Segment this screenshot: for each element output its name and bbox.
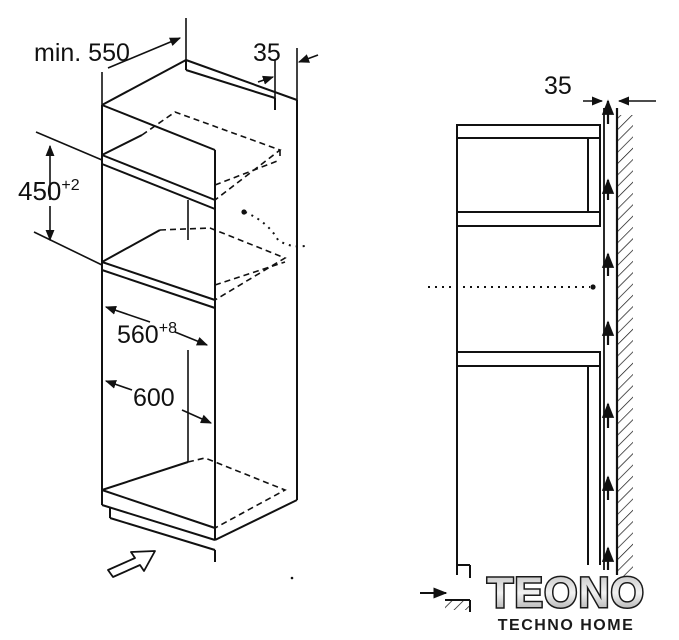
dimension-min-depth (101, 18, 187, 105)
middle-shelf-front (101, 261, 216, 301)
dimension-vent-gap-left (257, 48, 319, 100)
label-vent-gap-left: 35 (253, 39, 281, 67)
airflow-path-left (244, 211, 306, 248)
upper-shelf-front (101, 154, 216, 201)
label-cabinet-width: 600 (133, 384, 175, 412)
plinth-front (109, 517, 216, 551)
bottom-shelf-front (101, 489, 216, 529)
section-upper-shelf (456, 211, 601, 227)
cabinet-bottom-side (214, 499, 298, 541)
cabinet-bottom-front (101, 504, 216, 541)
air-inlet-arrow (107, 550, 156, 578)
cabinet-top-front-right (101, 104, 216, 151)
brand-logo: TEONO TECHNO HOME (486, 568, 646, 635)
cabinet-side-section (445, 108, 605, 612)
section-lower-shelf (456, 351, 601, 367)
cabinet-hidden-edges (141, 111, 287, 529)
logo-sub-text: TECHNO HOME (498, 617, 635, 634)
section-top-board (456, 124, 601, 139)
label-vent-gap-right: 35 (544, 72, 572, 100)
label-niche-height: 450+2 (18, 176, 80, 206)
cabinet-3d-view (101, 59, 298, 562)
dimension-niche-width (104, 306, 209, 346)
cabinet-top-front-edge (101, 59, 187, 106)
label-niche-width: 560+8 (117, 320, 177, 349)
label-min-depth: min. 550 (34, 39, 130, 67)
dimension-niche-height (33, 131, 103, 266)
cabinet-top-side-edge (185, 59, 298, 101)
logo-main-text: TEONO (487, 569, 645, 617)
dimension-cabinet-width (104, 380, 213, 424)
wall (615, 108, 633, 580)
